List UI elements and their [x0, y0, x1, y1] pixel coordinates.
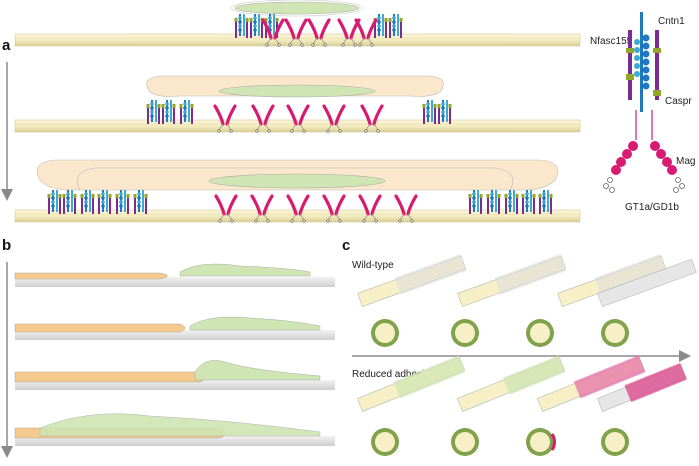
panel-b-stage-1	[14, 263, 335, 287]
panel-a-letter: a	[2, 37, 11, 54]
panel-c-letter: c	[342, 237, 350, 254]
panel-c-reduced-row	[357, 355, 687, 456]
legend-mag: Mag	[676, 156, 695, 167]
axon	[14, 209, 581, 223]
legend-ganglioside: GT1a/GD1b	[625, 202, 679, 213]
axon	[14, 119, 581, 133]
panel-b-stage-4	[14, 413, 335, 446]
myelin-sheath-inner	[208, 173, 386, 189]
panel-b-stage-2	[14, 316, 335, 340]
legend-paranode-icon	[626, 12, 661, 112]
legend: Nfasc155 Cntn1 Caspr	[590, 12, 695, 213]
myelin-sheath-inner	[218, 84, 376, 98]
axon	[14, 33, 581, 47]
panel-c-reduced-label: Reduced adhesion	[352, 369, 435, 380]
legend-caspr: Caspr	[665, 96, 692, 107]
myelin-sheath	[234, 1, 360, 15]
panel-b-letter: b	[2, 237, 11, 254]
panel-c-wild-type-label: Wild-type	[352, 260, 394, 271]
legend-nfasc: Nfasc155	[590, 36, 633, 47]
cross-section	[371, 428, 629, 456]
cross-section	[371, 319, 629, 347]
panel-a-stage-3	[14, 159, 581, 223]
panel-b-stage-3	[14, 360, 335, 390]
panel-c-wild-type-row	[357, 253, 697, 347]
legend-cntn: Cntn1	[658, 16, 685, 27]
legend-mag-icon	[603, 110, 685, 193]
